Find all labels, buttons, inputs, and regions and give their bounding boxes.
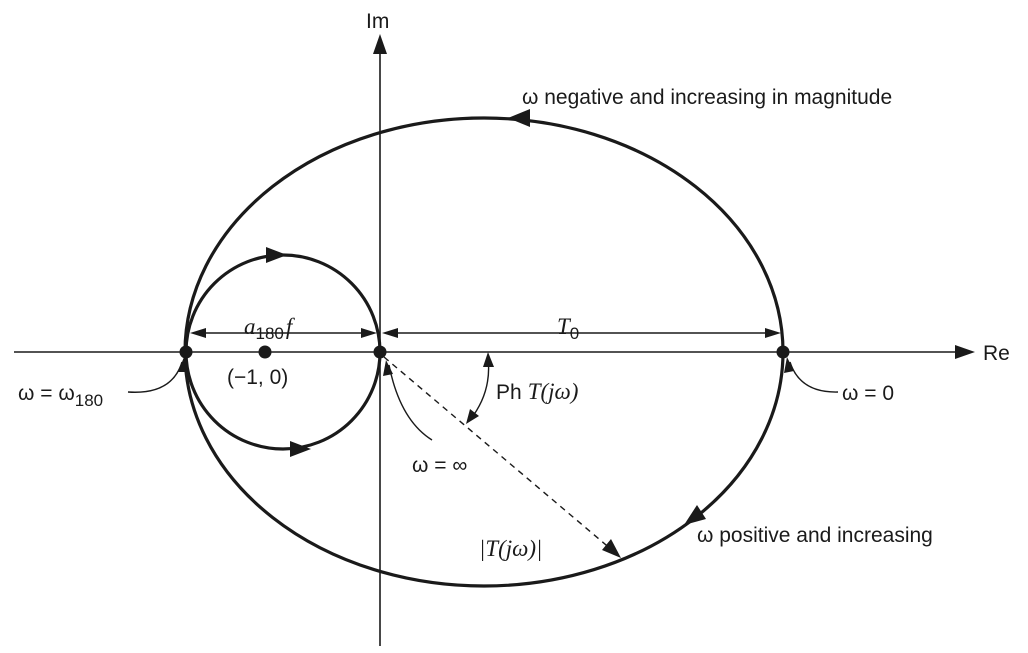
omega-zero-leader (789, 361, 839, 393)
omega-zero-label: ω = 0 (842, 382, 894, 405)
phase-arc-arrow-top (483, 352, 494, 367)
circle-top-arrow (266, 247, 287, 263)
critical-point-label: (−1, 0) (227, 366, 288, 389)
t0-label: T0 (557, 314, 579, 343)
a180f-arrow-left (190, 328, 206, 338)
point-critical (258, 345, 272, 359)
omega-zero-leader-arrow (784, 357, 794, 373)
t0-arrow-right (765, 328, 781, 338)
pos-omega-label: ω positive and increasing (697, 524, 933, 547)
point-omega-zero (776, 345, 790, 359)
ellipse-bottom-arrow (684, 505, 706, 525)
phase-arc (469, 357, 490, 421)
point-origin (373, 345, 387, 359)
omega-180-label: ω = ω180 (18, 382, 103, 410)
magnitude-vector-arrowhead (602, 539, 621, 558)
imaginary-axis-arrowhead (373, 34, 387, 54)
imaginary-axis-label: Im (366, 10, 389, 33)
ellipse-top-arrow (508, 109, 530, 127)
omega-inf-leader (388, 364, 433, 441)
magnitude-label: |T(jω)| (479, 536, 542, 561)
omega-180-leader (127, 361, 183, 393)
t0-arrow-left (382, 328, 398, 338)
phase-arc-arrow-bottom (466, 409, 479, 424)
omega-inf-label: ω = ∞ (412, 454, 467, 477)
omega-inf-leader-arrow (383, 360, 393, 376)
magnitude-vector (383, 356, 613, 551)
point-omega-180 (179, 345, 193, 359)
real-axis-arrowhead (955, 345, 975, 359)
omega-180-leader-arrow (178, 357, 188, 372)
circle-bottom-arrow (290, 441, 311, 457)
neg-omega-label: ω negative and increasing in magnitude (522, 86, 892, 109)
a180f-arrow-right (361, 328, 377, 338)
real-axis-label: Re (983, 342, 1010, 365)
a180f-label: a180f (244, 314, 296, 343)
